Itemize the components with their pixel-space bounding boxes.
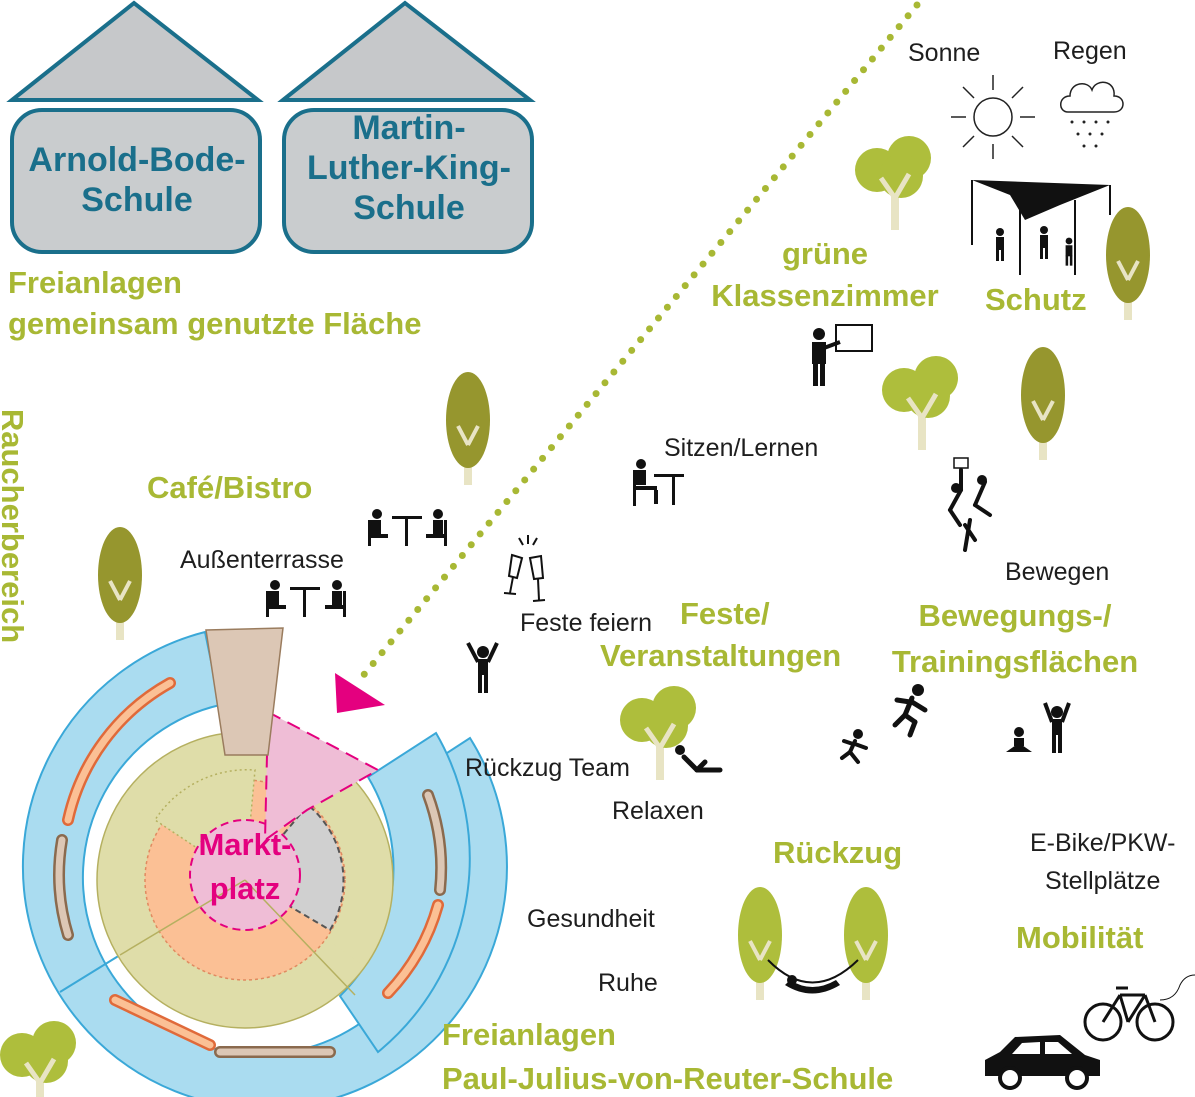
- rueckzug-label: Rückzug: [773, 835, 903, 870]
- box-martin: [282, 108, 534, 254]
- paul-julius-reuter-area-label: Freianlagen Paul-Julius-von-Reuter-Schul…: [442, 1017, 894, 1096]
- cheering-person-icon: [1043, 702, 1071, 753]
- roof-arnold: [6, 0, 264, 102]
- tree-icon: [620, 686, 696, 780]
- sonne-label: Sonne: [908, 39, 981, 67]
- car-icon: [985, 1035, 1100, 1090]
- rueckzug-team-label: Rückzug Team: [465, 754, 630, 782]
- mobilitaet-label: Mobilität: [1016, 920, 1144, 955]
- ruhe-label: Ruhe: [598, 969, 658, 997]
- tree-icon: [842, 885, 890, 1002]
- bewegen-label: Bewegen: [1005, 558, 1110, 586]
- feste-veranstaltungen-label: Feste/ Veranstaltungen: [600, 596, 842, 673]
- champagne-glasses-icon: [503, 535, 546, 602]
- schutz-label: Schutz: [985, 282, 1087, 317]
- hammock-icon: [767, 959, 859, 994]
- gesundheit-label: Gesundheit: [527, 905, 655, 933]
- ebike-pkw-label: E-Bike/PKW- Stellplätze: [1030, 829, 1176, 895]
- bewegung-training-label: Bewegungs-/ Trainingsflächen: [891, 598, 1139, 679]
- relaxen-label: Relaxen: [612, 797, 704, 825]
- runner-icon: [892, 684, 928, 738]
- tree-icon: [444, 370, 492, 487]
- shared-area-title: Freianlagen gemeinsam genutzte Fläche: [8, 265, 422, 341]
- climbing-wall-icon: [948, 457, 992, 552]
- tree-icon: [96, 525, 144, 642]
- roof-martin: [277, 0, 536, 102]
- cafe-bistro-label: Café/Bistro: [147, 470, 313, 505]
- cheering-person-icon: [466, 642, 499, 693]
- green-classroom-label: grüne Klassenzimmer: [711, 236, 939, 313]
- relaxing-person-icon: [675, 745, 723, 773]
- aussenterrasse-label: Außenterrasse: [180, 546, 344, 574]
- marktplatz-diagram: [21, 627, 508, 1097]
- tree-icon: [0, 1021, 76, 1097]
- box-arnold: [10, 108, 262, 254]
- feste-feiern-label: Feste feiern: [520, 609, 653, 637]
- tree-icon: [1104, 205, 1152, 322]
- desk-student-icon: [633, 459, 684, 506]
- shade-sail-icon: [971, 180, 1111, 275]
- tree-icon: [1019, 345, 1067, 462]
- runner-icon: [840, 729, 868, 764]
- marktplatz-label: Markt- platz: [198, 827, 292, 906]
- arnold-bode-school-name: Arnold-Bode- Schule: [28, 141, 246, 219]
- regen-label: Regen: [1053, 37, 1127, 65]
- yoga-person-icon: [1006, 727, 1032, 752]
- sitzen-lernen-label: Sitzen/Lernen: [664, 434, 819, 462]
- bicycle-icon: [1083, 974, 1195, 1042]
- sun-icon: [951, 75, 1035, 159]
- magenta-arrow-icon: [335, 673, 385, 713]
- martin-luther-king-school-name: Martin- Luther-King- Schule: [307, 109, 511, 227]
- teacher-board-icon: [812, 324, 873, 386]
- tree-icon: [736, 885, 784, 1002]
- tree-icon: [882, 356, 958, 450]
- cafe-table-icon: [368, 509, 447, 546]
- cafe-table-icon: [266, 580, 346, 617]
- dotted-divider: [358, 1, 921, 681]
- rain-cloud-icon: [1060, 81, 1124, 148]
- tree-icon: [855, 136, 931, 230]
- raucherbereich-label: Raucherbereich: [0, 408, 31, 644]
